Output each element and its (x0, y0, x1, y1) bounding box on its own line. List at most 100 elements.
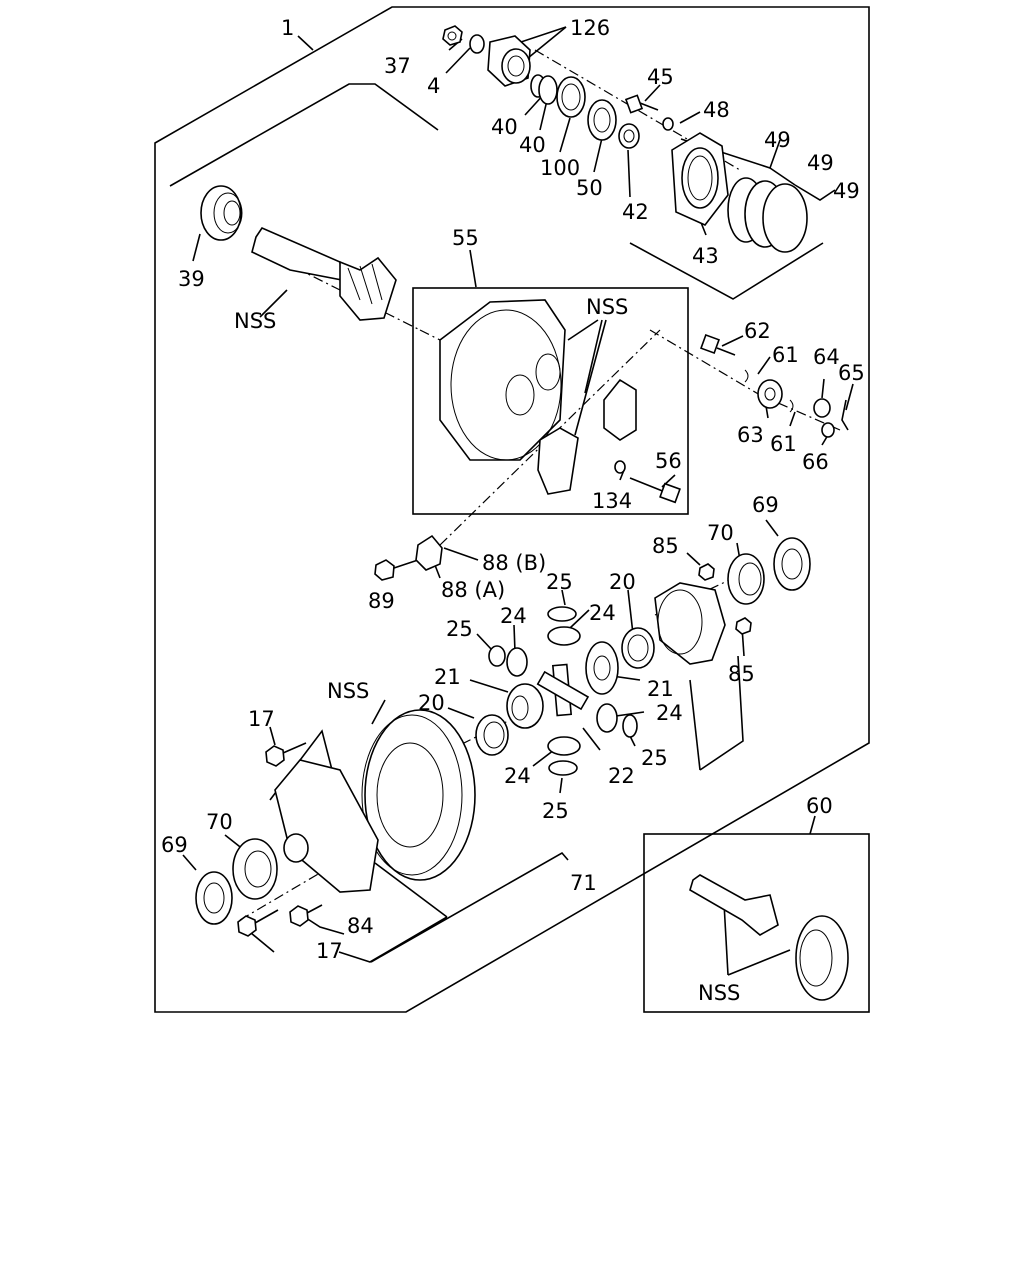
bolt-56 (629, 477, 681, 504)
label-49a: 49 (764, 128, 791, 152)
thrust-washer-20-right (621, 627, 655, 669)
pin-65 (841, 399, 849, 431)
gear-set-60 (689, 874, 849, 1001)
leader-lines (169, 26, 854, 976)
carrier-55 (439, 299, 566, 461)
label-45: 45 (647, 65, 674, 89)
nut-37 (442, 25, 463, 46)
label-24a: 24 (589, 601, 616, 625)
label-71: 71 (570, 871, 597, 895)
label-61a: 61 (772, 343, 799, 367)
label-37: 37 (384, 54, 411, 78)
ring-gear (361, 709, 476, 881)
label-nss-set: NSS (698, 981, 740, 1005)
label-60: 60 (806, 794, 833, 818)
washer-4 (469, 34, 485, 54)
label-50: 50 (576, 176, 603, 200)
label-nss-ring: NSS (327, 679, 369, 703)
bearing-cap-upper (603, 378, 637, 441)
label-48: 48 (703, 98, 730, 122)
washer-25-left (488, 645, 506, 667)
label-17b: 17 (316, 939, 343, 963)
pinion-24-bottom (547, 736, 581, 756)
label-65: 65 (838, 361, 865, 385)
label-20b: 20 (418, 691, 445, 715)
bearing-39 (200, 185, 243, 241)
adjuster-63 (757, 379, 783, 409)
bearing-cap-lower (537, 427, 579, 495)
bearing-50 (587, 99, 617, 141)
bearing-70-right (727, 553, 765, 605)
label-69b: 69 (161, 833, 188, 857)
label-24d: 24 (504, 764, 531, 788)
label-4: 4 (427, 74, 440, 98)
label-62: 62 (744, 319, 771, 343)
label-21a: 21 (434, 665, 461, 689)
nut-85-top (698, 563, 715, 581)
washer-25-right (622, 714, 638, 738)
bearing-70-left (232, 838, 278, 900)
bolt-45 (624, 94, 659, 114)
gear-set-60-box (643, 833, 870, 1013)
spacer-42 (618, 123, 640, 149)
label-126: 126 (570, 16, 610, 40)
label-85b: 85 (728, 662, 755, 686)
label-84: 84 (347, 914, 374, 938)
thrust-washer-20-left (475, 714, 509, 756)
bolt-17-top (265, 742, 307, 767)
label-20a: 20 (609, 570, 636, 594)
label-24b: 24 (500, 604, 527, 628)
label-55: 55 (452, 226, 479, 250)
label-17a: 17 (248, 707, 275, 731)
label-49b: 49 (807, 151, 834, 175)
shim-49c (762, 183, 808, 253)
cross-shaft-22 (536, 663, 590, 717)
label-88a: 88 (A) (441, 578, 505, 602)
adjuster-69-right (773, 537, 811, 591)
label-43: 43 (692, 244, 719, 268)
differential-case-left (274, 759, 379, 893)
label-25d: 25 (542, 799, 569, 823)
label-40a: 40 (491, 115, 518, 139)
label-64: 64 (813, 345, 840, 369)
pinion-24-right (596, 703, 618, 733)
bearing-100 (556, 76, 586, 118)
label-85a: 85 (652, 534, 679, 558)
nut-64 (813, 398, 831, 418)
label-89: 89 (368, 589, 395, 613)
drive-pinion (251, 226, 397, 321)
label-40b: 40 (519, 133, 546, 157)
label-56: 56 (655, 449, 682, 473)
label-42: 42 (622, 200, 649, 224)
label-70b: 70 (206, 810, 233, 834)
bolt-17-bottom (237, 909, 279, 937)
seal-40b (538, 75, 558, 105)
lock-61a (744, 369, 749, 383)
label-25a: 25 (546, 570, 573, 594)
differential-case-right (654, 582, 726, 665)
label-61b: 61 (770, 432, 797, 456)
retainer-43 (671, 132, 729, 226)
washer-48 (662, 117, 674, 131)
label-24c: 24 (656, 701, 683, 725)
adjuster-69-left (195, 871, 233, 925)
label-21b: 21 (647, 677, 674, 701)
nut-85-bottom (735, 617, 752, 635)
label-66: 66 (802, 450, 829, 474)
label-25b: 25 (446, 617, 473, 641)
label-nss-pinion: NSS (234, 309, 276, 333)
washer-134 (614, 460, 626, 474)
flange-126 (487, 35, 531, 87)
bolt-89 (374, 559, 419, 581)
side-gear-21-right (585, 641, 619, 695)
label-25c: 25 (641, 746, 668, 770)
carrier-55-box (412, 287, 689, 515)
callout-labels: 1 126 37 4 45 48 40 40 100 50 42 49 49 4… (161, 16, 865, 1005)
label-nss-carrier: NSS (586, 295, 628, 319)
label-100: 100 (540, 156, 580, 180)
label-63: 63 (737, 423, 764, 447)
label-39: 39 (178, 267, 205, 291)
label-1: 1 (281, 16, 294, 40)
label-70a: 70 (707, 521, 734, 545)
